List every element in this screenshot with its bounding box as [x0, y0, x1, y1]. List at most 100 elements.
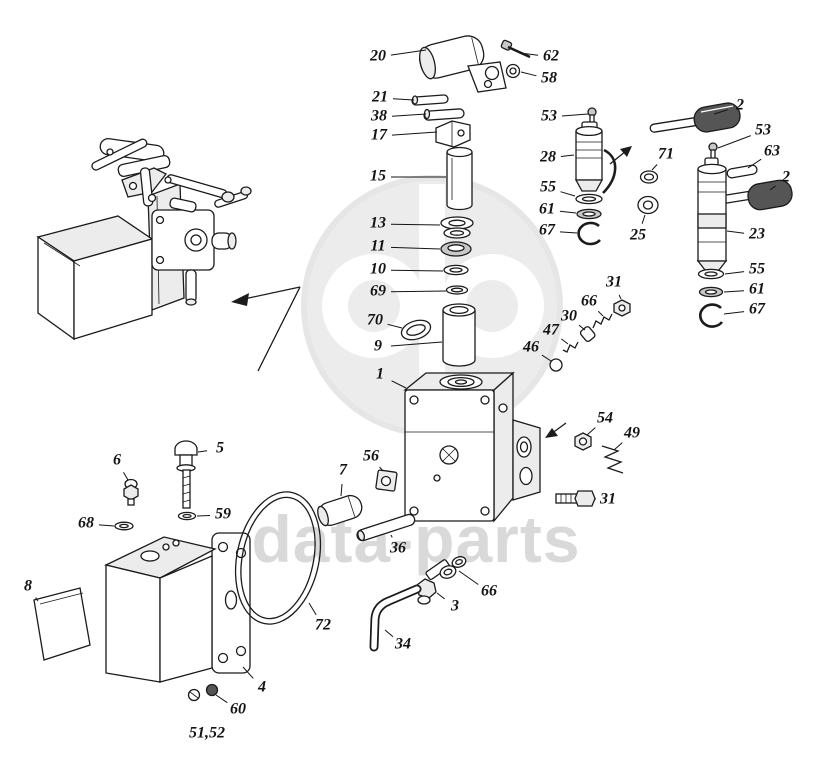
part-7-piston — [317, 494, 363, 527]
part-label: 63 — [764, 143, 780, 160]
part-label: 53 — [541, 108, 557, 125]
part-13-washers — [440, 216, 474, 239]
part-label: 47 — [542, 322, 560, 339]
leader-line — [724, 271, 745, 275]
part-label: 46 — [522, 339, 539, 356]
part-label: 20 — [369, 48, 386, 65]
part-label: 5 — [216, 440, 224, 457]
part-5-bolt — [174, 440, 198, 509]
part-label: 59 — [215, 506, 231, 523]
leader-line — [392, 98, 415, 101]
part-label: 70 — [367, 312, 383, 329]
part-66-spring-a — [592, 313, 613, 329]
part-label: 62 — [543, 48, 559, 65]
leader-line — [717, 135, 751, 149]
leader-line — [340, 483, 343, 497]
leader-line — [390, 534, 393, 538]
part-21-pin — [411, 94, 449, 106]
part-label: 34 — [394, 636, 411, 653]
part-68-washer — [114, 521, 134, 531]
part-53-screw-b — [708, 142, 718, 160]
part-55-washer-a — [575, 193, 603, 205]
part-label: 69 — [370, 283, 386, 300]
leader-line — [651, 164, 658, 171]
leader-line — [541, 354, 552, 362]
part-11-seal — [440, 241, 472, 257]
part-label: 66 — [581, 293, 597, 310]
part-label: 67 — [749, 301, 766, 318]
leader-line — [613, 442, 623, 451]
part-label: 58 — [541, 70, 557, 87]
part-9-sleeve — [442, 303, 476, 367]
leader-line — [618, 294, 622, 300]
leader-line — [391, 380, 407, 389]
part-label: 17 — [371, 127, 388, 144]
part-label: 28 — [539, 149, 556, 166]
part-label: 15 — [370, 168, 386, 185]
leader-line — [519, 52, 539, 56]
leader-line — [560, 154, 575, 157]
part-label: 1 — [376, 366, 384, 383]
part-label: 53 — [755, 122, 771, 139]
part-label: 67 — [539, 222, 556, 239]
leader-line — [196, 515, 211, 517]
leader-line — [98, 524, 115, 527]
part-20-cylinder — [419, 35, 507, 93]
part-label: 21 — [371, 89, 388, 106]
leader-line — [597, 310, 604, 317]
part-58-washer — [505, 63, 521, 79]
part-54-bolt — [574, 432, 592, 451]
part-label: 38 — [370, 108, 387, 125]
part-label: 55 — [540, 179, 556, 196]
part-label: 6 — [113, 452, 121, 469]
leader-line — [215, 694, 228, 704]
part-label: 10 — [370, 261, 386, 278]
part-25-ring — [637, 195, 659, 215]
part-38-pin — [423, 108, 465, 121]
leader-line — [723, 290, 745, 293]
part-31-bolt-a — [613, 299, 631, 317]
part-10-ring — [443, 264, 469, 276]
leader-line — [390, 269, 444, 272]
part-label: 68 — [78, 515, 94, 532]
part-label: 9 — [374, 338, 382, 355]
part-label: 31 — [599, 491, 616, 508]
part-6-fitting — [123, 478, 139, 506]
leader-line — [520, 71, 537, 77]
part-69-ring — [445, 285, 469, 295]
leader-line — [586, 427, 596, 436]
part-label: 61 — [749, 281, 765, 298]
leader-line — [560, 191, 576, 197]
leader-line — [390, 49, 427, 56]
part-label: 8 — [24, 578, 32, 595]
part-label: 61 — [539, 201, 555, 218]
leader-line — [578, 324, 586, 331]
part-1-body — [403, 371, 541, 523]
leader-line — [387, 323, 403, 329]
part-34-pipe — [369, 584, 422, 652]
part-66-washers-b — [439, 556, 467, 579]
part-67-snapring-a — [577, 221, 601, 246]
leader-line — [197, 450, 208, 453]
leader-line — [384, 629, 394, 638]
leader-line — [379, 466, 384, 472]
part-label: 71 — [658, 146, 674, 163]
leader-line — [390, 223, 441, 226]
part-23-valve — [696, 157, 728, 271]
part-17-clevis — [435, 120, 471, 148]
part-label: 56 — [363, 448, 379, 465]
leader-line — [436, 592, 446, 600]
part-label: 72 — [315, 617, 331, 634]
part-47-spring — [562, 341, 579, 353]
leader-line — [390, 290, 447, 293]
leader-line — [308, 602, 317, 616]
part-61-washer-b — [698, 286, 724, 298]
part-59-washer — [177, 511, 197, 521]
leader-line — [726, 230, 745, 234]
part-label: 2 — [735, 97, 744, 114]
assembled-pump-unit — [36, 138, 252, 341]
leader-line — [561, 113, 589, 117]
leader-line — [747, 158, 762, 169]
arrow-small-b — [545, 422, 567, 438]
